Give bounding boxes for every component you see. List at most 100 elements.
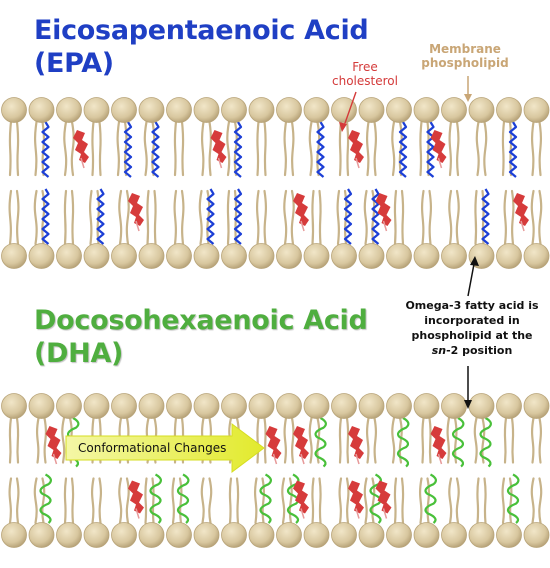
epa-title-line2: (EPA) [34,48,114,79]
lipid-tail [125,477,130,525]
phospholipid-head [331,243,357,269]
phospholipid-head [56,97,82,123]
phospholipid-head [523,243,550,269]
omega3-chain [233,121,243,178]
phospholipid-head [193,97,220,123]
lipid-tail [178,477,183,525]
omega3-chain [424,473,437,524]
phospholipid-head [358,522,385,548]
lipid-tail [173,189,178,246]
lipid-tail [15,120,20,177]
lipid-tail [98,120,102,177]
phospholipid-head [1,522,27,548]
phospholipid-head [248,393,275,419]
phospholipid-head [1,97,27,123]
lipid-tail [8,120,13,177]
omega3-label: Omega-3 fatty acid is incorporated in ph… [392,298,550,358]
omega3-chain [398,121,408,178]
lipid-tail [208,477,213,525]
lipid-tail [88,189,93,246]
phospholipid-head [111,97,137,123]
sn-italic: sn [431,344,447,357]
epa-title: Eicosapentaenoic Acid (EPA) [34,14,369,80]
lipid-tail [123,120,128,177]
membrane-label-line2: phospholipid [421,56,509,70]
phospholipid-head [221,97,247,123]
omega3-chain [451,417,465,468]
phospholipid-head [248,97,275,123]
omega3-label-line4: sn-2 position [392,343,550,358]
lipid-tail [290,120,295,177]
lipid-tail [501,120,506,177]
lipid-tail [363,477,368,525]
omega3-label-line2: incorporated in [424,314,520,327]
omega3-chain [123,121,133,178]
lipid-tail [263,416,267,464]
lipid-tail [180,189,185,246]
lipid-tail [455,120,460,177]
omega3-chain [41,188,50,245]
omega3-chain [343,188,353,245]
lipid-tail [426,477,431,525]
cholesterol-molecule [293,480,309,514]
omega3-chain [481,188,490,245]
lipid-tail [41,477,46,525]
lipid-tail [35,416,40,464]
lipid-tail [448,120,453,177]
lipid-tail [8,416,13,464]
free-cholesterol-label-line1: Free [352,60,378,74]
lipid-tail [508,120,513,177]
lipid-tail [345,120,350,177]
cholesterol-tail [300,220,305,232]
lipid-tail [530,477,535,525]
lipid-tail [98,477,103,525]
lipid-tail [125,189,130,246]
omega3-chain [96,188,105,245]
phospholipid-head [276,243,302,269]
lipid-tail [473,416,478,464]
phospholipid-head [441,522,467,548]
lipid-tail [180,120,185,177]
phospholipid-head [468,97,495,123]
omega3-pointer-up-head [470,256,479,266]
lipid-tail [118,477,123,525]
lipid-tail [455,477,460,525]
cholesterol-molecule [293,193,309,226]
lipid-tail [338,477,343,525]
cholesterol-pointer-line [343,91,357,127]
cholesterol-molecule [348,480,364,514]
cholesterol-molecule [375,193,392,226]
cholesterol-tail [355,508,360,519]
lipid-tail [70,477,75,525]
phospholipid-head [166,522,192,548]
lipid-tail [43,416,48,464]
lipid-tail [173,120,178,177]
conformational-changes-label: Conformational Changes [78,441,227,455]
lipid-tail [146,189,150,246]
lipid-tail [530,189,535,246]
lipid-tail [421,416,425,464]
cholesterol-molecule [513,193,529,226]
phospholipid-head [331,97,357,123]
phospholipid-head [468,522,495,548]
lipid-tail [311,477,315,525]
phospholipid-head [303,522,330,548]
omega3-chain [506,473,520,524]
cholesterol-tail [300,508,305,519]
lipid-tail [398,120,403,177]
lipid-tail [263,189,268,246]
free-cholesterol-label: Free cholesterol [320,60,410,88]
dha-title: Docosohexaenoic Acid (DHA) [34,304,368,370]
phospholipid-head [138,393,165,419]
phospholipid-head [386,97,412,123]
lipid-tail [365,120,370,177]
lipid-tail [226,120,231,177]
omega3-chain [233,188,243,245]
phospholipid-head [28,522,55,548]
cholesterol-molecule [128,193,144,226]
lipid-tail [116,120,121,177]
phospholipid-head [358,393,385,419]
lipid-tail [308,120,313,177]
cholesterol-tail [355,453,360,465]
omega3-chain [371,188,380,245]
